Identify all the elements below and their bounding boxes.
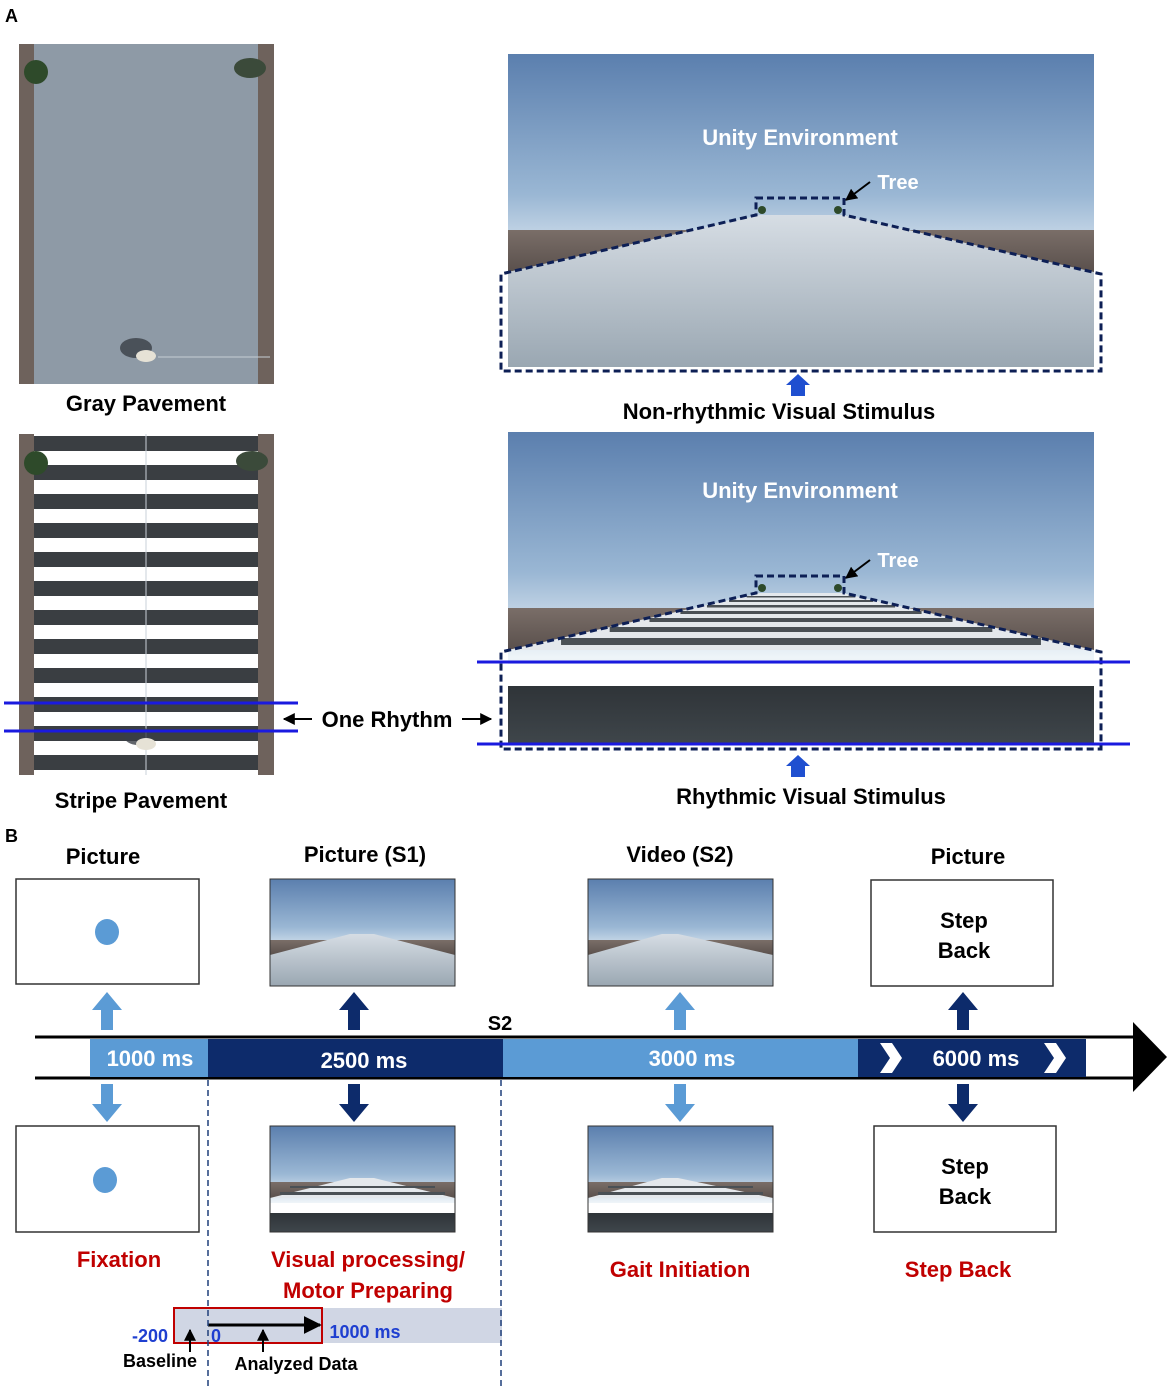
header-picture-1: Picture <box>66 844 141 869</box>
perspective-stripe <box>706 605 896 608</box>
rhythmic-caption: Rhythmic Visual Stimulus <box>676 784 946 809</box>
unity-scene-gray <box>508 54 1094 367</box>
perspective-stripe <box>561 638 1041 645</box>
arrow-up-fixation <box>92 992 122 1030</box>
phase-gait: Gait Initiation <box>610 1257 751 1282</box>
unity-env-label-2: Unity Environment <box>702 478 898 503</box>
arrow-up-s2 <box>665 992 695 1030</box>
step-back-bottom-line2: Back <box>939 1184 992 1209</box>
perspective-stripes <box>561 596 1041 645</box>
arrow-up-stepback <box>948 992 978 1030</box>
window-zero: 0 <box>211 1326 221 1346</box>
duration-stepback: 6000 ms <box>933 1046 1020 1071</box>
thumb-gray-s2 <box>587 878 774 987</box>
tree-arrow-2 <box>845 559 871 579</box>
perspective-stripe <box>746 596 856 598</box>
thumb-stripe-s2 <box>587 1125 774 1233</box>
window-start: -200 <box>132 1326 168 1346</box>
perspective-stripe <box>609 627 993 632</box>
phase-visual-line1: Visual processing/ <box>271 1247 465 1272</box>
fixation-dot-bottom <box>93 1167 117 1193</box>
baseline-label: Baseline <box>123 1351 197 1371</box>
perspective-stripe <box>729 600 873 602</box>
step-back-top-line1: Step <box>940 908 988 933</box>
non-rhythmic-caption: Non-rhythmic Visual Stimulus <box>623 399 936 424</box>
timeline <box>35 1022 1167 1092</box>
step-back-box-top <box>870 879 1054 987</box>
perspective-stripe <box>680 611 922 614</box>
tree-label-2: Tree <box>877 550 918 572</box>
header-video-s2: Video (S2) <box>626 842 733 867</box>
step-back-bottom-line1: Step <box>941 1154 989 1179</box>
header-picture-2: Picture <box>931 844 1006 869</box>
duration-fixation: 1000 ms <box>107 1046 194 1071</box>
header-picture-s1: Picture (S1) <box>304 842 426 867</box>
stripe-pavement-caption: Stripe Pavement <box>55 788 228 813</box>
arrow-down-stepback <box>948 1084 978 1122</box>
s2-marker: S2 <box>488 1013 512 1035</box>
panel-b-label: B <box>5 826 18 846</box>
zoom-outline-1 <box>499 196 1103 373</box>
thumb-stripe-s1 <box>269 1125 456 1233</box>
phase-fixation: Fixation <box>77 1247 161 1272</box>
perspective-stripe <box>649 618 953 622</box>
unity-scene-stripe <box>508 432 1094 745</box>
zoom-outline-2 <box>499 574 1103 751</box>
arrow-down-s1 <box>339 1084 369 1122</box>
thumb-gray-s1 <box>269 878 456 987</box>
window-end: 1000 ms <box>329 1322 400 1342</box>
arrow-up-s1 <box>339 992 369 1030</box>
tree-label-1: Tree <box>877 172 918 194</box>
arrow-down-fixation <box>92 1084 122 1122</box>
arrow-down-s2 <box>665 1084 695 1122</box>
up-arrow-nonrhythmic <box>786 374 810 396</box>
fixation-dot-top <box>95 919 119 945</box>
analyzed-data-label: Analyzed Data <box>234 1354 358 1374</box>
gray-pavement-caption: Gray Pavement <box>66 391 227 416</box>
phase-visual-line2: Motor Preparing <box>283 1278 453 1303</box>
up-arrow-rhythmic <box>786 755 810 777</box>
analysis-window-frame <box>173 1307 323 1344</box>
step-back-top-line2: Back <box>938 938 991 963</box>
one-rhythm-label: One Rhythm <box>322 707 453 732</box>
tree-arrow-1 <box>845 181 871 201</box>
stripe-pavement-topview <box>19 434 274 775</box>
gray-pavement-topview <box>19 44 274 384</box>
duration-s2: 3000 ms <box>649 1046 736 1071</box>
duration-s1: 2500 ms <box>321 1048 408 1073</box>
panel-a-label: A <box>5 6 18 26</box>
unity-env-label-1: Unity Environment <box>702 125 898 150</box>
step-back-box-bottom <box>873 1125 1057 1233</box>
phase-stepback: Step Back <box>905 1257 1012 1282</box>
